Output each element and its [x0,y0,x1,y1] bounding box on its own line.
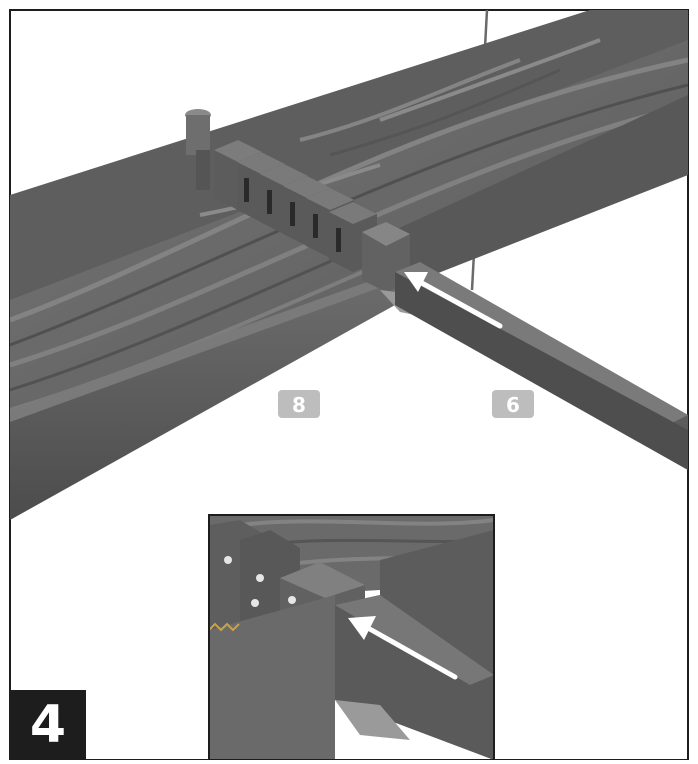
front-rail-top [10,272,395,422]
callout-6-label: 6 [506,393,520,417]
connecting-bar [395,262,688,470]
arrow-up-left-icon [404,272,503,329]
main-view: 8 6 [10,10,688,520]
detail-inset [208,514,495,761]
callout-6: 6 [492,390,534,418]
front-rail [10,280,395,520]
step-number: 4 [10,690,86,760]
track-right-wall [395,95,688,290]
callout-8: 8 [278,390,320,418]
cord-pulley [185,109,211,190]
arrow-up-left-icon [348,616,458,680]
callout-8-label: 8 [292,393,306,417]
